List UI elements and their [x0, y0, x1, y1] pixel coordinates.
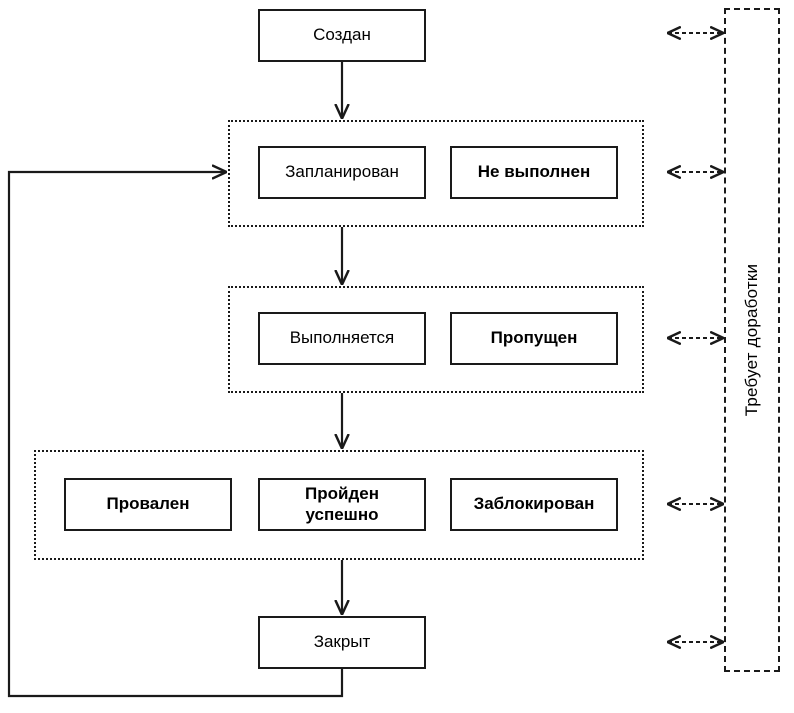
node-blocked-label: Заблокирован — [473, 494, 595, 514]
node-skipped[interactable]: Пропущен — [450, 312, 618, 365]
node-closed[interactable]: Закрыт — [258, 616, 426, 669]
node-passed[interactable]: Пройден успешно — [258, 478, 426, 531]
node-created-label: Создан — [313, 25, 371, 45]
node-skipped-label: Пропущен — [490, 328, 578, 348]
group-planned-stage — [228, 120, 644, 227]
group-progress-stage — [228, 286, 644, 393]
side-panel-rework-label: Требует доработки — [742, 263, 762, 417]
node-not-executed-label: Не выполнен — [477, 162, 591, 182]
node-in-progress[interactable]: Выполняется — [258, 312, 426, 365]
node-failed[interactable]: Провален — [64, 478, 232, 531]
node-blocked[interactable]: Заблокирован — [450, 478, 618, 531]
connector-closed-back-to-planned-stage — [7, 172, 344, 698]
node-passed-label: Пройден успешно — [305, 484, 379, 524]
node-failed-label: Провален — [106, 494, 190, 514]
side-panel-rework-label-wrap: Требует доработки — [726, 10, 778, 670]
node-planned[interactable]: Запланирован — [258, 146, 426, 199]
node-created[interactable]: Создан — [258, 9, 426, 62]
node-in-progress-label: Выполняется — [289, 328, 395, 348]
group-result-stage — [34, 450, 644, 560]
side-panel-rework[interactable]: Требует доработки — [724, 8, 780, 672]
node-closed-label: Закрыт — [313, 632, 371, 652]
node-planned-label: Запланирован — [285, 162, 399, 182]
node-not-executed[interactable]: Не выполнен — [450, 146, 618, 199]
